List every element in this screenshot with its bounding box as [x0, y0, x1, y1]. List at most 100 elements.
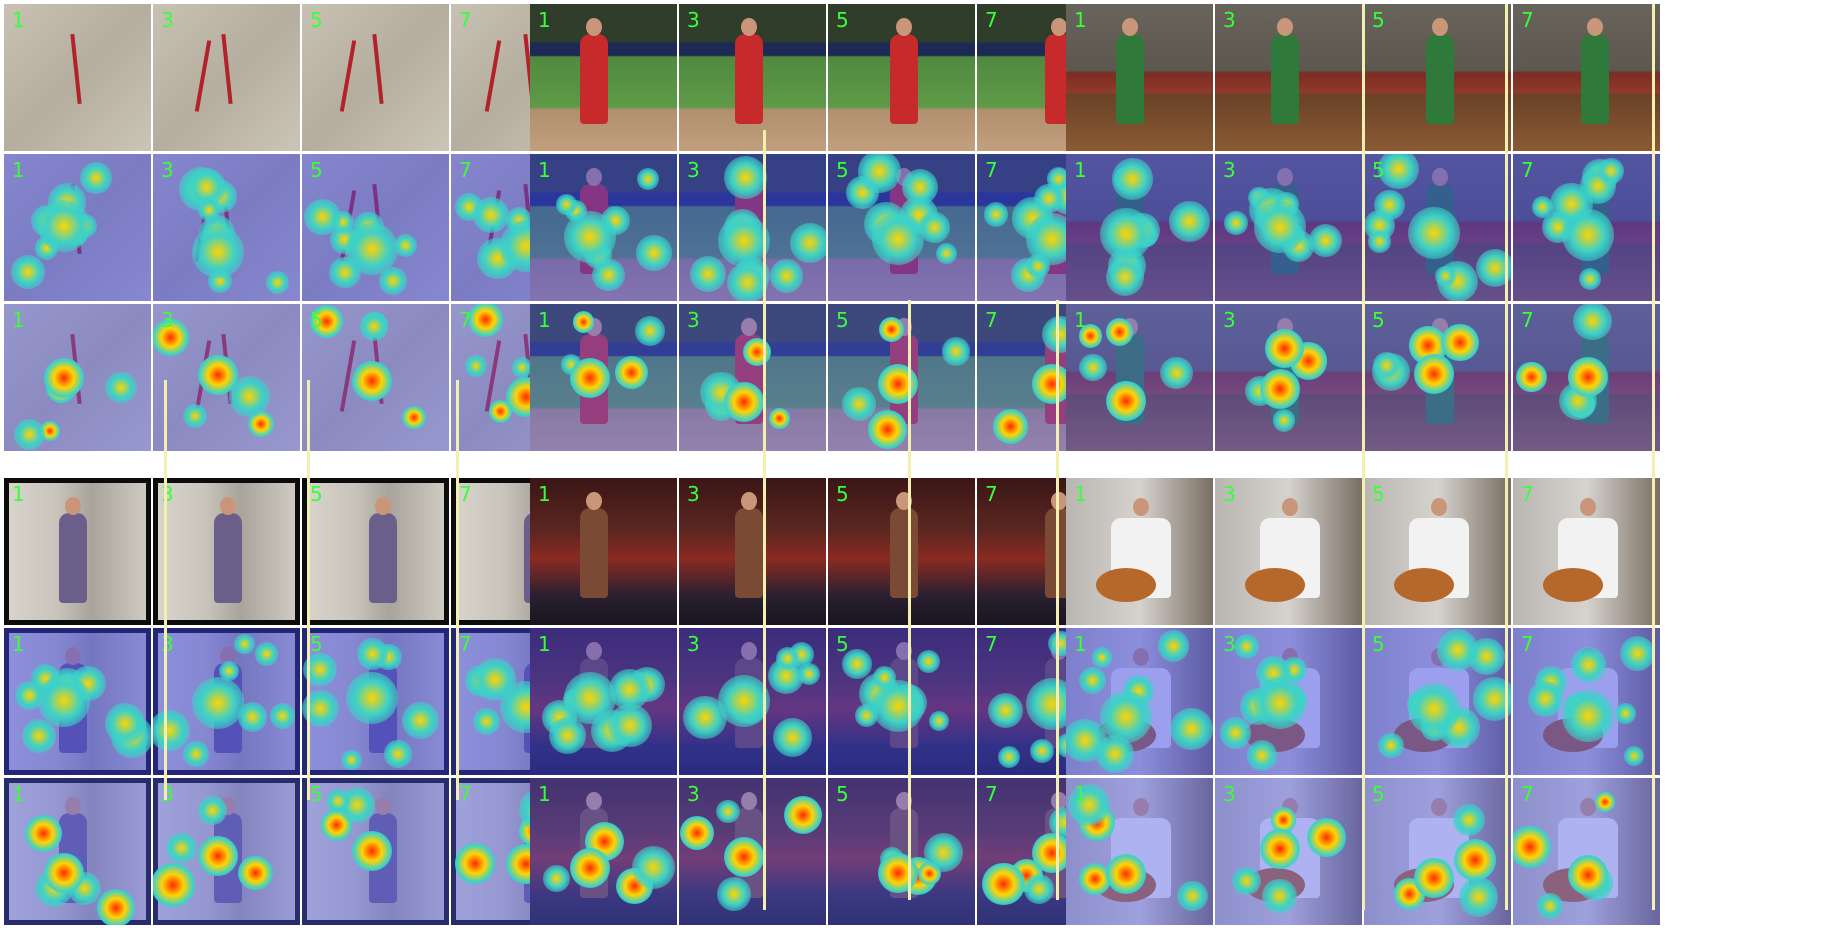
heat-spot	[608, 703, 652, 748]
frame-image	[1513, 4, 1660, 151]
pen-object	[372, 33, 384, 105]
frame-number-label: 5	[836, 308, 849, 332]
frame-image	[530, 4, 677, 151]
frame-number-label: 3	[687, 8, 700, 32]
person-figure	[735, 508, 763, 598]
person-head	[741, 792, 757, 810]
heat-spot	[183, 741, 209, 767]
heat-spot	[1105, 318, 1134, 347]
person-figure	[1271, 34, 1299, 124]
frame-image	[1215, 478, 1362, 625]
frame-number-label: 5	[836, 782, 849, 806]
video-frame: 3	[153, 478, 300, 625]
heat-spot	[716, 799, 740, 823]
heat-spot	[1458, 877, 1499, 917]
heat-spot	[1033, 183, 1064, 214]
frame-number-label: 5	[1372, 8, 1385, 32]
heat-spot	[1032, 833, 1072, 874]
frame-number-label: 1	[12, 632, 25, 656]
attention-heatmap-overlay	[1066, 154, 1213, 301]
heat-spot	[234, 633, 255, 655]
frame-number-label: 1	[12, 8, 25, 32]
heat-spot	[773, 717, 813, 758]
heat-spot	[1437, 629, 1479, 671]
heat-spot	[472, 196, 510, 234]
frame-number-label: 7	[985, 158, 998, 182]
frame-image	[153, 478, 300, 625]
attention-heatmap-overlay	[1215, 154, 1362, 301]
frame-number-label: 1	[538, 8, 551, 32]
frame-image	[4, 4, 151, 151]
video-frame: 3	[1215, 4, 1362, 151]
heat-spot	[1160, 356, 1193, 390]
heat-spot	[455, 843, 496, 884]
heat-spot	[993, 409, 1029, 445]
attention-heatmap-overlay	[679, 154, 826, 301]
heat-spot	[511, 357, 533, 378]
heat-spot	[1079, 353, 1107, 381]
frame-number-label: 7	[985, 632, 998, 656]
heat-spot	[1106, 257, 1145, 296]
frame-number-label: 1	[538, 158, 551, 182]
heat-spot	[1408, 682, 1460, 735]
frame-number-label: 7	[1521, 782, 1534, 806]
heat-spot	[1260, 368, 1300, 409]
video-frame: 5	[828, 778, 975, 925]
attention-heatmap-overlay	[153, 154, 300, 301]
heat-spot	[632, 845, 676, 890]
frame-number-label: 7	[985, 308, 998, 332]
frame-number-label: 7	[459, 8, 472, 32]
pen-object	[484, 40, 502, 112]
frame-image	[1364, 4, 1511, 151]
heat-spot	[1597, 157, 1624, 184]
heat-spot	[341, 749, 362, 770]
frame-number-label: 7	[1521, 632, 1534, 656]
video-frame: 1	[4, 304, 151, 451]
video-frame: 1	[4, 628, 151, 775]
frame-number-label: 5	[836, 8, 849, 32]
person-figure	[580, 34, 608, 124]
heat-spot	[394, 233, 418, 257]
heat-spot	[1260, 828, 1300, 869]
heat-spot	[1024, 874, 1055, 905]
frame-number-label: 1	[1074, 632, 1087, 656]
video-frame: 1	[4, 4, 151, 151]
heat-spot	[1378, 732, 1404, 758]
video-frame: 3	[1215, 304, 1362, 451]
heat-spot	[798, 663, 820, 685]
video-frame: 7	[1513, 304, 1660, 451]
frame-number-label: 7	[985, 8, 998, 32]
frame-image	[302, 478, 449, 625]
frame-number-label: 1	[1074, 482, 1087, 506]
person-figure	[59, 513, 87, 603]
attention-heatmap-overlay	[530, 778, 677, 925]
heat-spot	[38, 199, 90, 252]
video-frame: 5	[828, 478, 975, 625]
video-frame: 5	[302, 4, 449, 151]
video-frame: 7	[1513, 154, 1660, 301]
heat-spot	[928, 711, 949, 732]
video-frame: 5	[302, 478, 449, 625]
pen-object	[221, 33, 233, 105]
frame-number-label: 5	[310, 308, 323, 332]
heat-spot	[254, 642, 278, 666]
person-head	[1051, 18, 1067, 36]
frame-number-label: 1	[1074, 782, 1087, 806]
video-frame: 7	[1513, 628, 1660, 775]
video-frame: 7	[1513, 4, 1660, 151]
frame-number-label: 5	[1372, 158, 1385, 182]
heat-spot	[1414, 857, 1454, 898]
frame-number-label: 5	[836, 632, 849, 656]
frame-number-label: 7	[459, 782, 472, 806]
attention-heatmap-overlay	[1364, 778, 1511, 925]
attention-heatmap-overlay	[302, 778, 449, 925]
attention-heatmap-overlay	[828, 628, 975, 775]
heat-spot	[1513, 825, 1551, 868]
attention-heatmap-overlay	[679, 304, 826, 451]
heat-spot	[769, 259, 803, 293]
heat-spot	[1578, 268, 1601, 291]
